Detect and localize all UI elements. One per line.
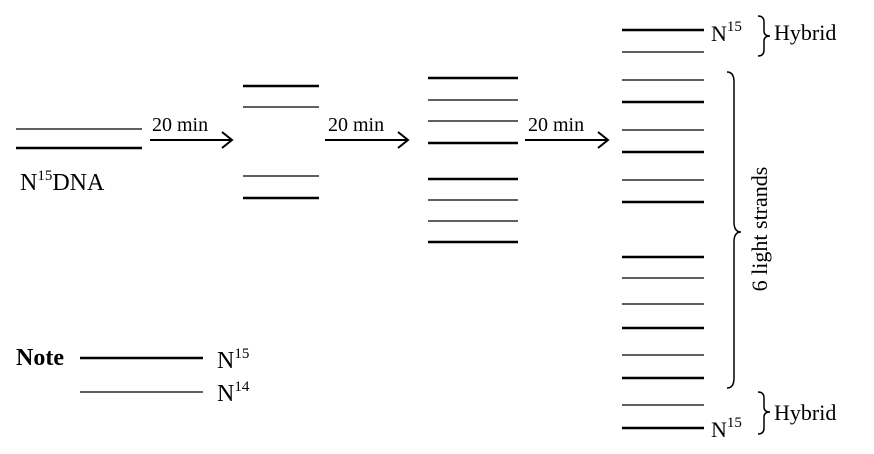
stage3-strands <box>622 28 704 430</box>
light-strands-label: 6 light strands <box>747 167 772 292</box>
arrow-2-label: 20 min <box>328 114 384 136</box>
arrow-1-label: 20 min <box>152 114 208 136</box>
stage0-label: N15DNA <box>20 168 105 196</box>
arrow-3-label: 20 min <box>528 114 584 136</box>
legend-heavy-label: N15 <box>217 346 249 374</box>
top-hybrid-brace <box>757 15 771 57</box>
arrow-1: 20 min <box>150 114 234 149</box>
top-hybrid-label: Hybrid <box>774 20 836 45</box>
stage1-strands <box>243 84 319 200</box>
arrow-2: 20 min <box>325 114 410 149</box>
bottom-hybrid-label: Hybrid <box>774 400 836 425</box>
stage0-strands <box>16 128 142 150</box>
legend-light-label: N14 <box>217 379 250 407</box>
legend: Note N15 N14 <box>16 345 250 407</box>
bottom-hybrid-brace <box>757 391 771 435</box>
stage3-bottom-strand-label: N15 <box>711 415 742 442</box>
stage3-top-strand-label: N15 <box>711 19 742 46</box>
arrow-3: 20 min <box>525 114 610 149</box>
light-strands-brace <box>726 71 742 389</box>
stage2-strands <box>428 76 518 244</box>
legend-title: Note <box>16 345 64 371</box>
